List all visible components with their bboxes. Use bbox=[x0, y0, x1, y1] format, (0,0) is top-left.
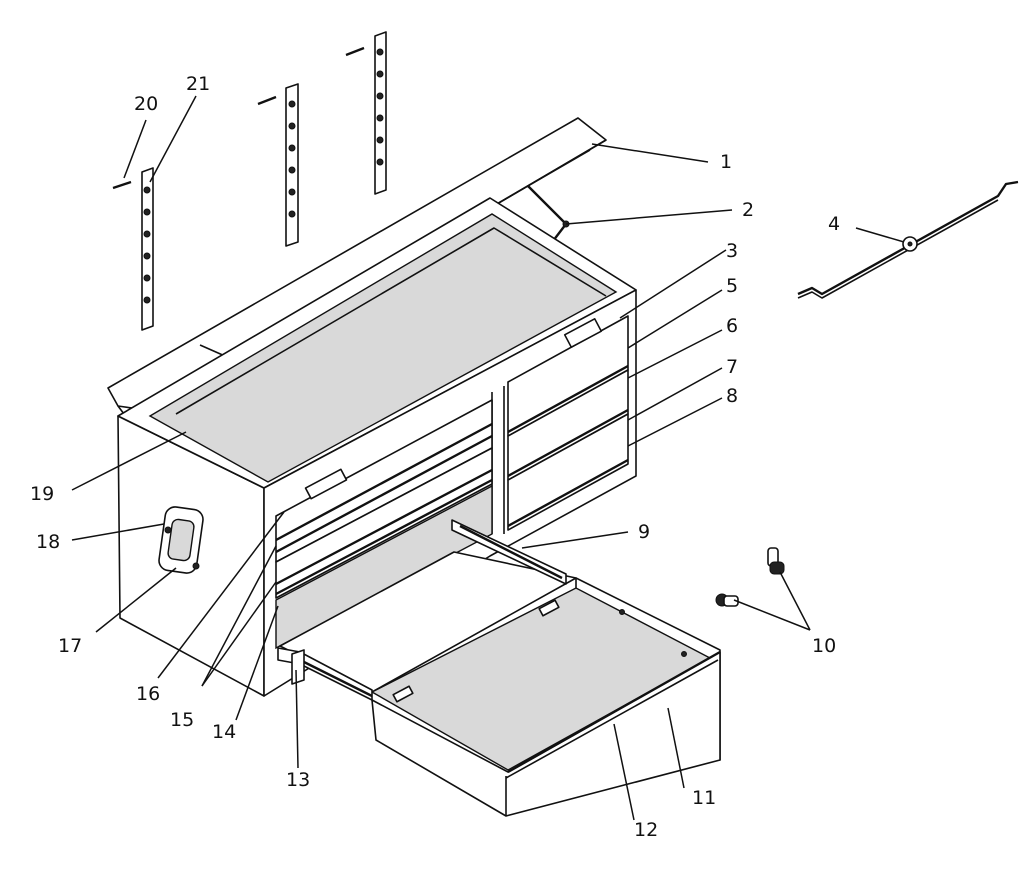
callout-21: 21 bbox=[186, 73, 210, 95]
callout-3: 3 bbox=[726, 240, 738, 262]
callout-10: 10 bbox=[812, 635, 836, 657]
callout-11: 11 bbox=[692, 787, 716, 809]
right-drawer-stack bbox=[507, 315, 629, 531]
leader-lines bbox=[71, 95, 905, 821]
left-drawer-stack bbox=[275, 399, 493, 599]
callout-14: 14 bbox=[212, 721, 236, 743]
chest-body bbox=[117, 197, 637, 697]
hanger-strip-left bbox=[112, 167, 154, 331]
slide-tab bbox=[291, 649, 305, 685]
open-drawer bbox=[279, 551, 721, 817]
callout-16: 16 bbox=[136, 683, 160, 705]
hanger-strips bbox=[112, 31, 387, 331]
side-handle bbox=[158, 506, 204, 574]
lock-cylinders bbox=[715, 547, 785, 607]
callout-19: 19 bbox=[30, 483, 54, 505]
bottom-drawer-opening bbox=[275, 484, 493, 650]
callout-20: 20 bbox=[134, 93, 158, 115]
lock-rod bbox=[797, 180, 1019, 299]
callout-2: 2 bbox=[742, 199, 754, 221]
callout-5: 5 bbox=[726, 275, 738, 297]
callout-9: 9 bbox=[638, 521, 650, 543]
callout-1: 1 bbox=[720, 151, 732, 173]
callout-4: 4 bbox=[828, 213, 840, 235]
tray-interior bbox=[148, 213, 618, 483]
callout-labels: 1 2 3 4 5 6 7 8 9 10 11 12 13 14 15 16 1… bbox=[30, 73, 840, 841]
drawer-slides bbox=[277, 519, 567, 701]
callout-8: 8 bbox=[726, 385, 738, 407]
callout-17: 17 bbox=[58, 635, 82, 657]
callout-12: 12 bbox=[634, 819, 658, 841]
hanger-strip-right bbox=[345, 31, 387, 195]
callout-15: 15 bbox=[170, 709, 194, 731]
hanger-strip-middle bbox=[257, 83, 299, 247]
callout-13: 13 bbox=[286, 769, 310, 791]
callout-7: 7 bbox=[726, 356, 738, 378]
callout-18: 18 bbox=[36, 531, 60, 553]
callout-6: 6 bbox=[726, 315, 738, 337]
